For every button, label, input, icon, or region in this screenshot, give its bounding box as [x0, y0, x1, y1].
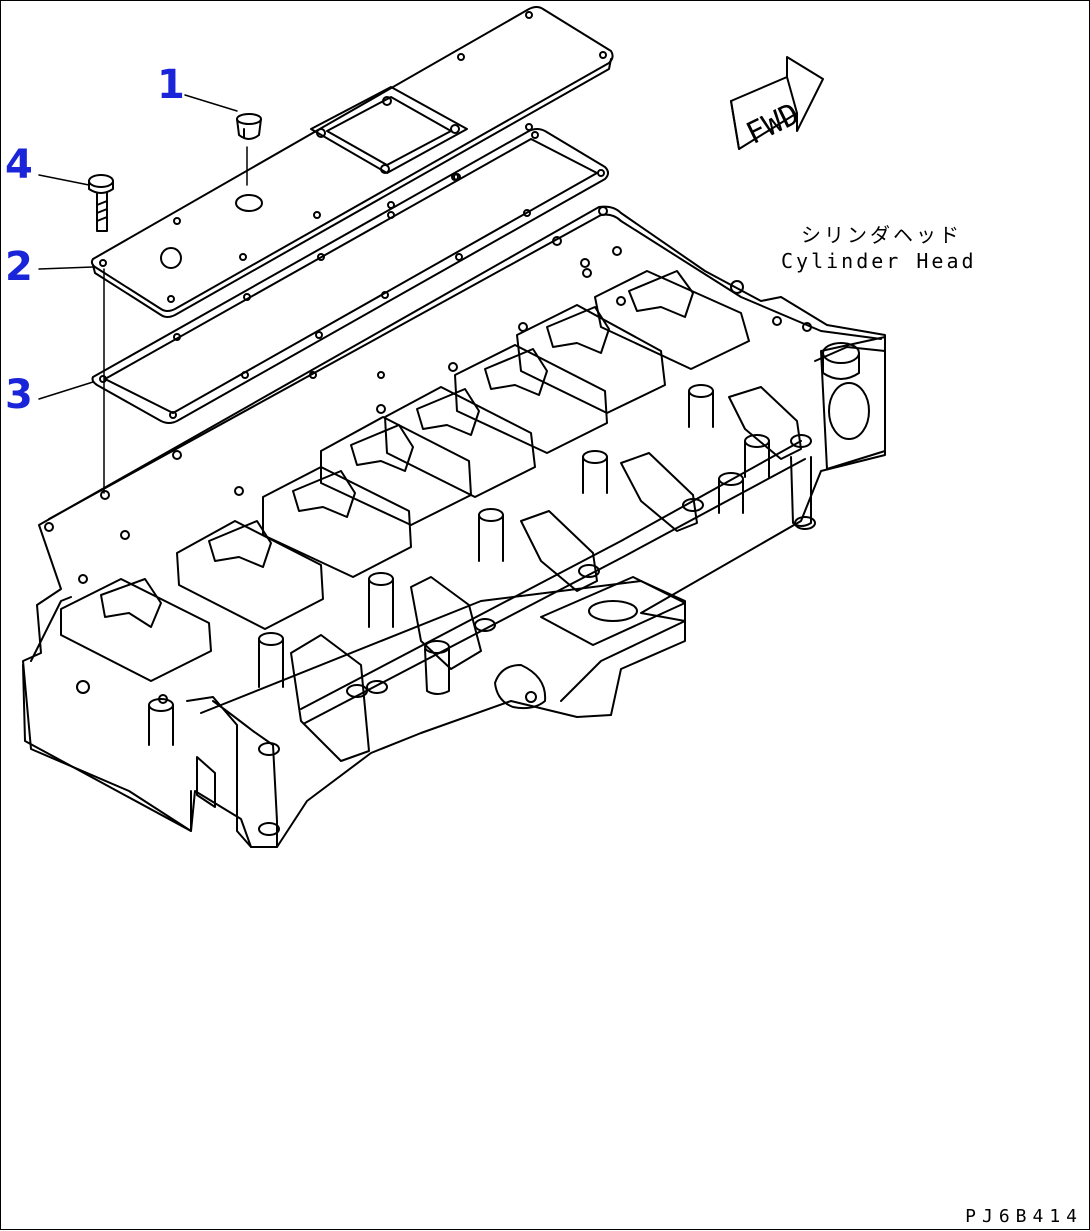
drawing-id: PJ6B414 [965, 1206, 1083, 1227]
bolt-part-4 [88, 174, 114, 232]
cover-plate-part-2 [90, 6, 614, 318]
fwd-arrow-icon: FWD [730, 56, 824, 152]
gasket-part-3 [91, 128, 609, 424]
cylinder-head-body [22, 205, 886, 848]
callout-4: 4 [5, 142, 33, 188]
pedestal-bosses [148, 384, 770, 746]
callout-2: 2 [5, 244, 33, 290]
callout-1: 1 [157, 62, 185, 108]
leader-lines [38, 94, 248, 494]
rocker-arms [186, 386, 816, 848]
callout-3: 3 [5, 372, 33, 418]
part-label-japanese: シリンダヘッド [801, 223, 962, 247]
part-label-english: Cylinder Head [781, 249, 977, 273]
plug-part-1 [235, 113, 263, 212]
